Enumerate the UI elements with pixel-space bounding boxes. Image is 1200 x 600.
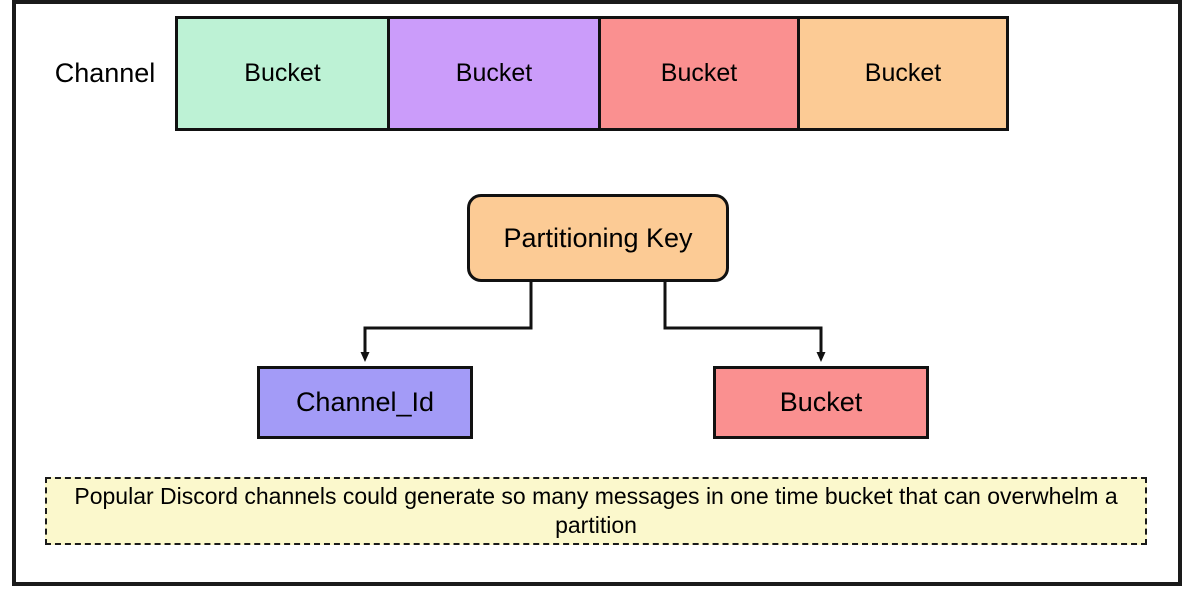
bucket-node[interactable]: Bucket xyxy=(713,366,929,439)
bucket-cell-2[interactable]: Bucket xyxy=(387,16,601,131)
bucket-cell-3[interactable]: Bucket xyxy=(598,16,800,131)
partitioning-key-label: Partitioning Key xyxy=(503,222,693,253)
bucket-cell-4-label: Bucket xyxy=(864,59,942,87)
bucket-cell-4[interactable]: Bucket xyxy=(797,16,1009,131)
note-box: Popular Discord channels could generate … xyxy=(45,477,1147,545)
channel-id-node[interactable]: Channel_Id xyxy=(257,366,473,439)
channel-id-label: Channel_Id xyxy=(295,387,435,417)
note-text: Popular Discord channels could generate … xyxy=(61,482,1131,540)
bucket-cell-3-label: Bucket xyxy=(660,59,738,87)
bucket-cell-1[interactable]: Bucket xyxy=(175,16,390,131)
bucket-cell-2-label: Bucket xyxy=(455,59,533,87)
channel-label: Channel xyxy=(54,58,156,88)
bucket-strip: Bucket Bucket Bucket Bucket xyxy=(175,16,1009,131)
note-line-1: Popular Discord channels could generate … xyxy=(74,483,981,510)
note-line-2: overwhelm a partition xyxy=(555,483,1118,538)
partitioning-key-node[interactable]: Partitioning Key xyxy=(467,194,729,282)
bucket-cell-1-label: Bucket xyxy=(244,59,321,87)
bucket-node-label: Bucket xyxy=(779,387,863,417)
